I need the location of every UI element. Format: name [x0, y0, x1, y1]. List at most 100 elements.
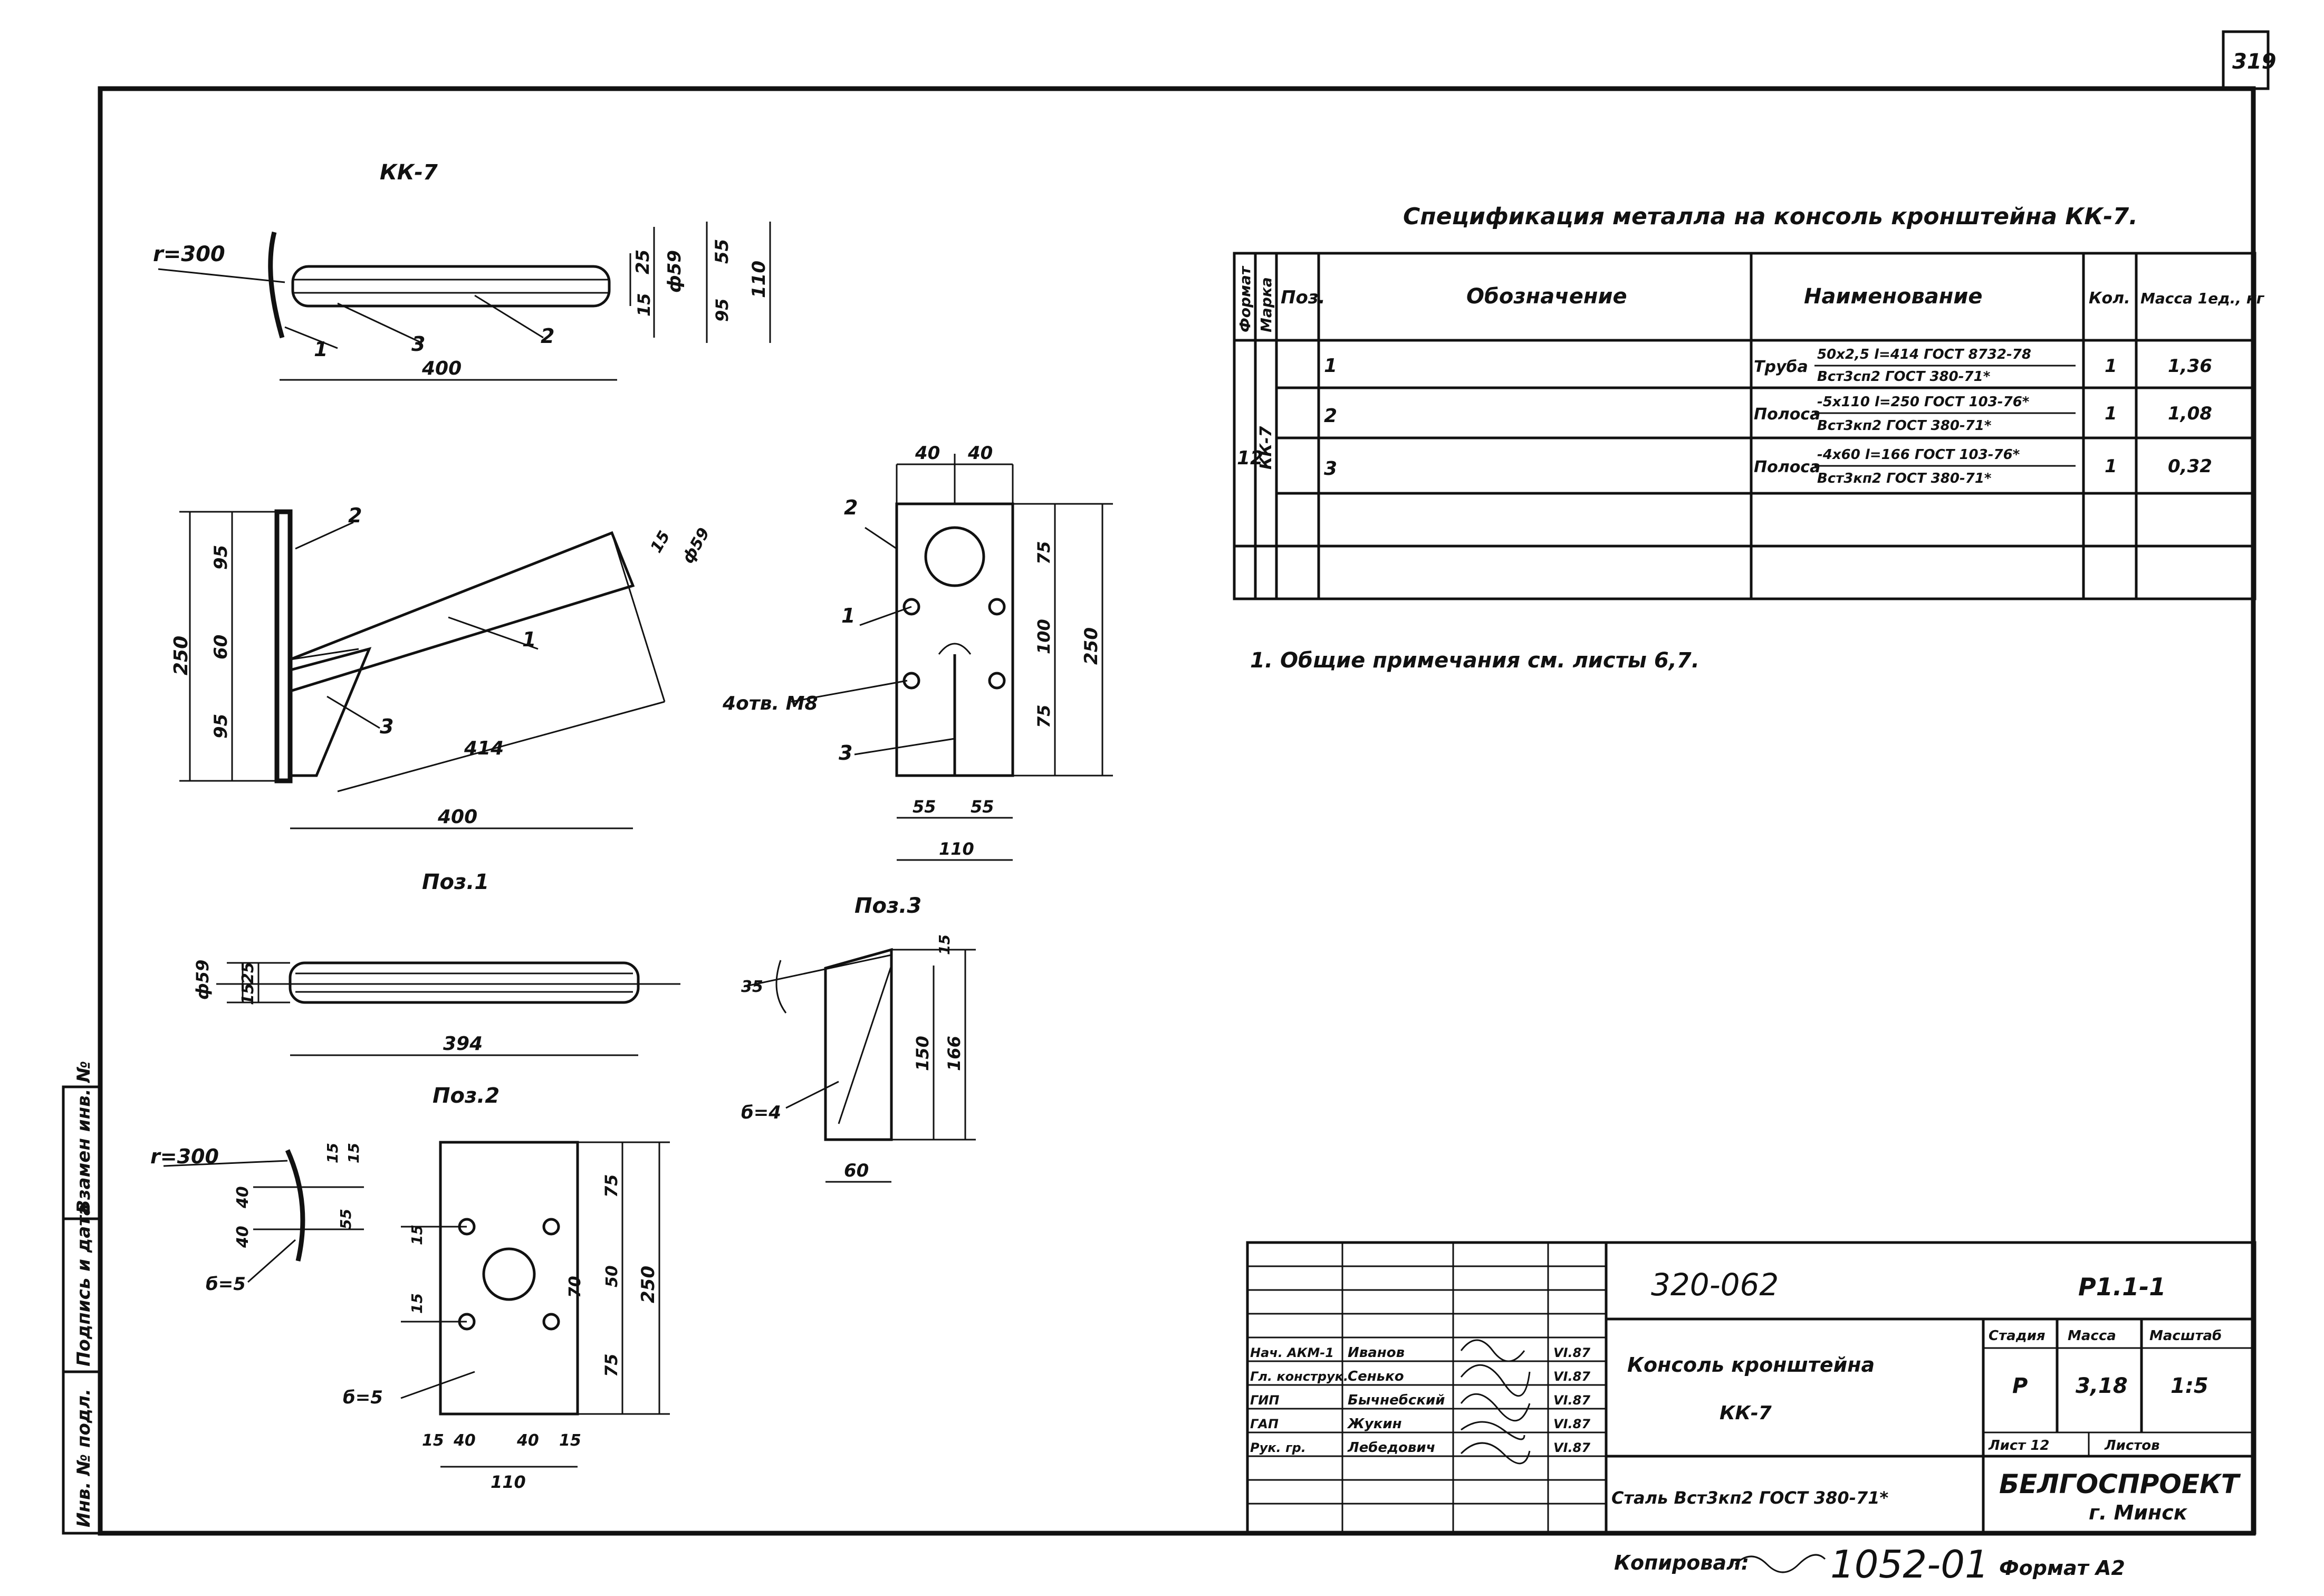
dim-p2-75b: 75 — [601, 1353, 621, 1377]
tb-person-role: Гл. конструк. — [1250, 1369, 1348, 1384]
spec-table: Спецификация металла на консоль кронштей… — [1233, 203, 2265, 600]
tb-person-role: Рук. гр. — [1250, 1440, 1306, 1455]
spec-row-2: 2 Полоса -5х110 l=250 ГОСТ 103-76* Вст3к… — [1324, 394, 2212, 434]
callout-2a: 1 — [314, 338, 328, 361]
callout-1c: 1 — [841, 604, 855, 627]
callout-3b: 3 — [380, 715, 393, 738]
tb-doc-code: 320-062 — [1651, 1267, 1779, 1303]
tb-person-role: Нач. АКМ-1 — [1250, 1345, 1334, 1360]
dim-414: 414 — [464, 738, 504, 759]
dim-55: 55 — [712, 239, 733, 264]
dim-r300: r=300 — [153, 242, 225, 266]
tb-scale: 1:5 — [2171, 1374, 2208, 1398]
spec-header-pos: Поз. — [1281, 287, 1326, 308]
dim-p3-35: 35 — [741, 978, 763, 996]
spec-row-1: 1 Труба 50х2,5 l=414 ГОСТ 8732-78 Вст3сп… — [1324, 347, 2212, 385]
sheet-frame — [98, 86, 2256, 1536]
tb-person-name: Лебедович — [1347, 1440, 1435, 1456]
spec-row-pos: 2 — [1324, 405, 1337, 427]
dim-b110: 110 — [939, 839, 974, 859]
spec-row-name-top: 50х2,5 l=414 ГОСТ 8732-78 — [1817, 347, 2031, 362]
dim-w40a: 40 — [915, 443, 940, 464]
tb-person-4: ГАП Жукин VI.87 — [1250, 1416, 1590, 1432]
tb-person-name: Иванов — [1348, 1345, 1405, 1361]
tb-sheets-label: Листов — [2104, 1438, 2160, 1454]
callout-1b: 1 — [522, 628, 536, 651]
spec-header-name: Наименование — [1804, 284, 1983, 309]
spec-header-qty: Кол. — [2089, 289, 2130, 308]
spec-header-designation: Обозначение — [1466, 284, 1627, 309]
spec-row-qty: 1 — [2105, 403, 2117, 424]
dim-p2-55: 55 — [337, 1209, 354, 1229]
view-pos3-title: Поз.3 — [854, 894, 921, 918]
tb-name-line1: Консоль кронштейна — [1627, 1353, 1875, 1377]
dim-p2-15b: 15 — [345, 1143, 362, 1163]
dim-p2-50: 50 — [603, 1265, 621, 1287]
dim-p3-15: 15 — [936, 934, 953, 955]
tb-person-name: Сенько — [1348, 1369, 1404, 1384]
dim-p3-b4: б=4 — [741, 1102, 781, 1123]
dim-p2-15d: 15 — [408, 1293, 426, 1314]
dim-p2-75a: 75 — [601, 1174, 621, 1198]
dim-t15: 15 — [647, 528, 674, 556]
tb-person-date: VI.87 — [1553, 1369, 1590, 1384]
tb-sheet-label: Лист 12 — [1988, 1438, 2050, 1454]
dim-15: 15 — [634, 293, 654, 317]
tb-name-line2: КК-7 — [1720, 1402, 1772, 1424]
tb-person-1: Нач. АКМ-1 Иванов VI.87 — [1250, 1345, 1590, 1361]
spec-row-pos: 3 — [1324, 458, 1337, 480]
dim-p2-40a: 40 — [234, 1186, 252, 1209]
dim-p2-w40a: 40 — [453, 1431, 476, 1450]
spec-title: Спецификация металла на консоль кронштей… — [1403, 203, 2138, 230]
side-sign-date: Подпись и дата — [73, 1203, 94, 1366]
dim-t59: ф59 — [679, 525, 714, 567]
footer-copied: Копировал: — [1614, 1551, 1749, 1574]
dim-p2-b5b: б=5 — [343, 1387, 383, 1408]
dim-p1-59: ф59 — [193, 960, 213, 1000]
tb-person-2: Гл. конструк. Сенько VI.87 — [1250, 1369, 1590, 1384]
spec-mark-cell: КК-7 — [1257, 426, 1275, 470]
dim-h75a: 75 — [1034, 541, 1054, 565]
dim-400: 400 — [421, 358, 462, 379]
dim-p2-70: 70 — [566, 1276, 584, 1298]
view-assembly: 95 60 95 250 400 414 15 ф59 2 1 3 Поз.1 — [170, 504, 714, 894]
dim-p3-60: 60 — [844, 1160, 869, 1181]
dim-p3-166: 166 — [944, 1036, 964, 1071]
dim-p2-40b: 40 — [234, 1226, 252, 1248]
tb-person-date: VI.87 — [1553, 1345, 1590, 1360]
dim-p2-w15a: 15 — [422, 1431, 444, 1450]
dim-p2-w15b: 15 — [559, 1431, 581, 1450]
tb-person-5: Рук. гр. Лебедович VI.87 — [1250, 1440, 1590, 1456]
view-side: 40 40 75 100 75 250 55 55 110 2 1 3 4отв… — [722, 443, 1113, 861]
callout-2c: 2 — [844, 496, 858, 519]
footer-order: 1052-01 — [1830, 1542, 1989, 1587]
dim-holes: 4отв. М8 — [722, 693, 818, 714]
copier-signature — [1734, 1554, 1826, 1573]
tb-material: Сталь Вст3кп2 ГОСТ 380-71* — [1611, 1488, 1889, 1508]
title-block: 320-062 Р1.1-1 Стадия Масса Масштаб Р 3,… — [1246, 1241, 2256, 1535]
dim-p3-150: 150 — [913, 1036, 933, 1071]
dim-400b: 400 — [437, 806, 477, 828]
view-kk1: КК-7 r=300 25 ф59 55 110 15 95 400 1 3 2 — [153, 160, 771, 381]
callout-3c: 3 — [839, 741, 852, 764]
view-pos2: Поз.2 75 70 50 75 250 15 15 15 40 40 15 … — [150, 1084, 670, 1492]
spec-row-3: 3 Полоса -4х60 l=166 ГОСТ 103-76* Вст3кп… — [1324, 447, 2212, 486]
dim-p1-394: 394 — [443, 1033, 483, 1055]
dim-b55b: 55 — [971, 797, 994, 817]
callout-3a: 3 — [411, 332, 425, 356]
footer-format: Формат А2 — [1999, 1556, 2125, 1580]
side-inv-orig: Инв. № подл. — [73, 1389, 94, 1527]
dim-b55a: 55 — [913, 797, 936, 817]
tb-person-3: ГИП Бычнебский VI.87 — [1250, 1392, 1590, 1408]
dim-95: 95 — [712, 298, 732, 322]
tb-col-stage: Стадия — [1989, 1328, 2045, 1344]
view-pos1-title: Поз.1 — [422, 870, 489, 894]
dim-p2-15c: 15 — [408, 1225, 426, 1245]
general-note: 1. Общие примечания см. листы 6,7. — [1250, 648, 1699, 673]
tb-col-mass: Масса — [2068, 1328, 2116, 1344]
tb-sheet-code: Р1.1-1 — [2078, 1273, 2166, 1301]
signature-scribbles — [1460, 1339, 1531, 1465]
callout-2b: 2 — [348, 504, 362, 527]
sheet-number: 319 — [2232, 50, 2277, 74]
sheet-number-box — [2222, 30, 2270, 90]
